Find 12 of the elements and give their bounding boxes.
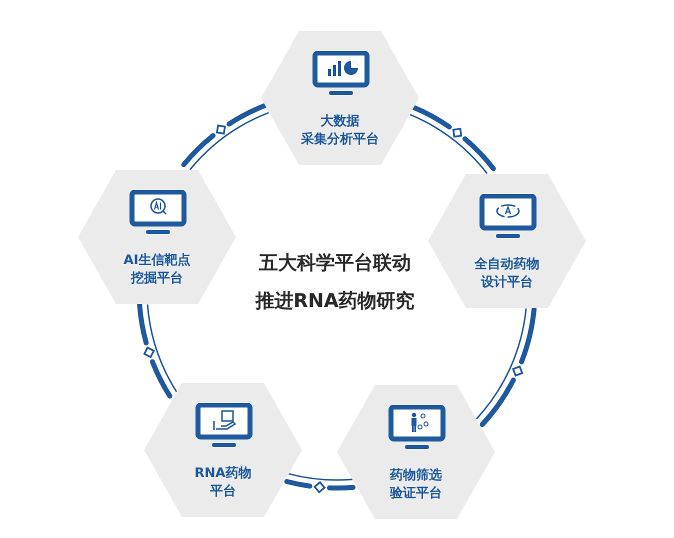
platform-label: 大数据采集分析平台: [300, 113, 380, 149]
ring-arc: [146, 304, 178, 392]
platform-label: RNA药物平台: [194, 465, 252, 501]
ring-arc: [189, 112, 270, 170]
center-heading: 推进RNA药物研究: [254, 289, 416, 314]
ring-arc: [410, 114, 488, 174]
platform-label: 药物筛选验证平台: [388, 467, 443, 503]
platform-label: AI生信靶点挖掘平台: [122, 252, 192, 288]
ring-arc: [288, 473, 352, 481]
center-heading: 五大科学平台联动: [258, 251, 412, 276]
platform-label: 全自动药物设计平台: [474, 256, 540, 292]
ring-arc: [476, 308, 527, 420]
